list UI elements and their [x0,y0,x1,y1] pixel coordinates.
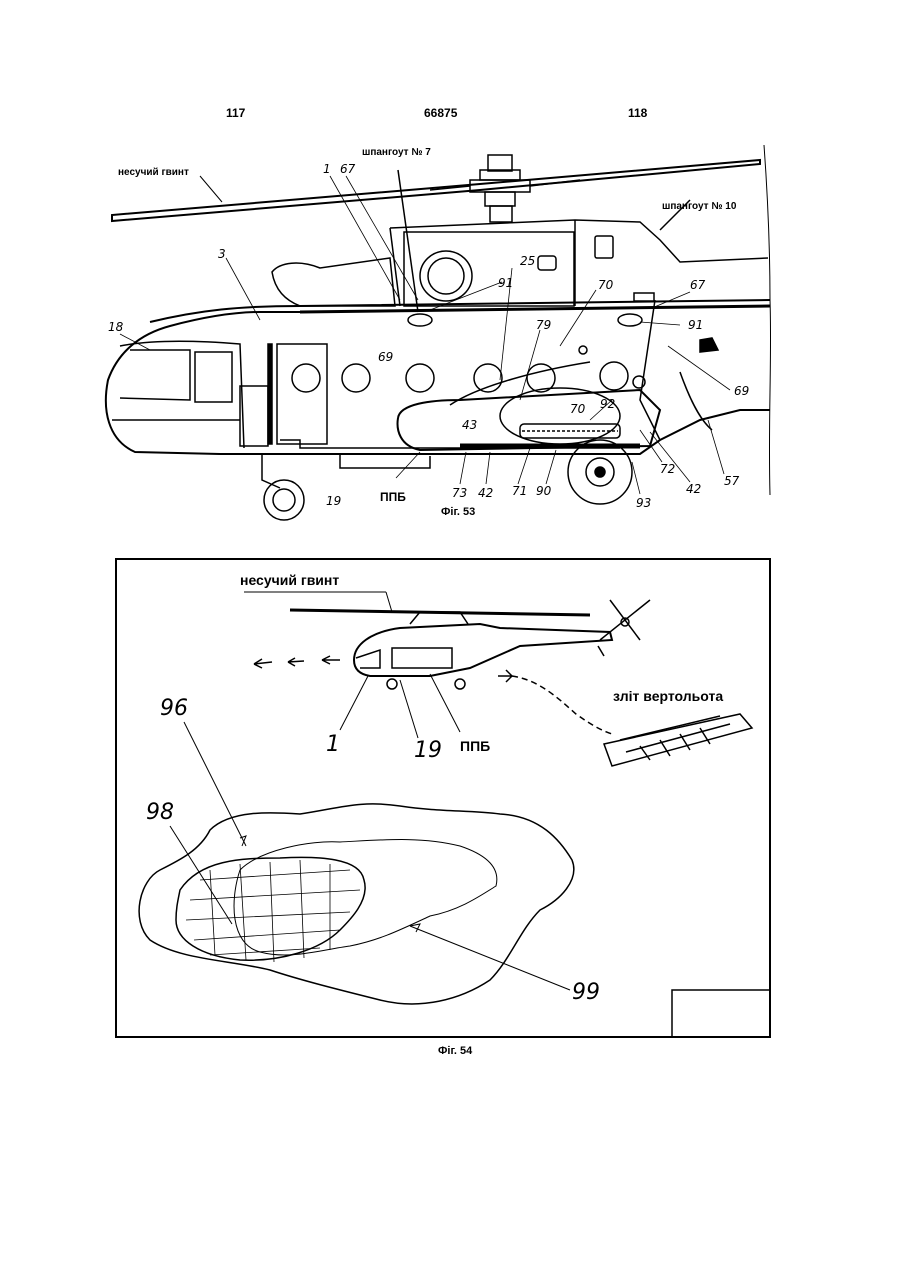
fig54-ref-1: 1 [326,732,340,757]
fig54-ref-98: 98 [146,800,174,825]
fig54-ref-96: 96 [160,696,188,721]
fig54-caption: Фіг. 54 [438,1045,472,1057]
fig54-ref-19: 19 [414,738,442,763]
fig54-ref-99: 99 [572,980,600,1005]
fig54-ppb-label: ППБ [460,738,490,754]
fig54-takeoff-label: зліт вертольота [613,688,723,704]
fig54-rotor-label: несучий гвинт [240,572,339,588]
